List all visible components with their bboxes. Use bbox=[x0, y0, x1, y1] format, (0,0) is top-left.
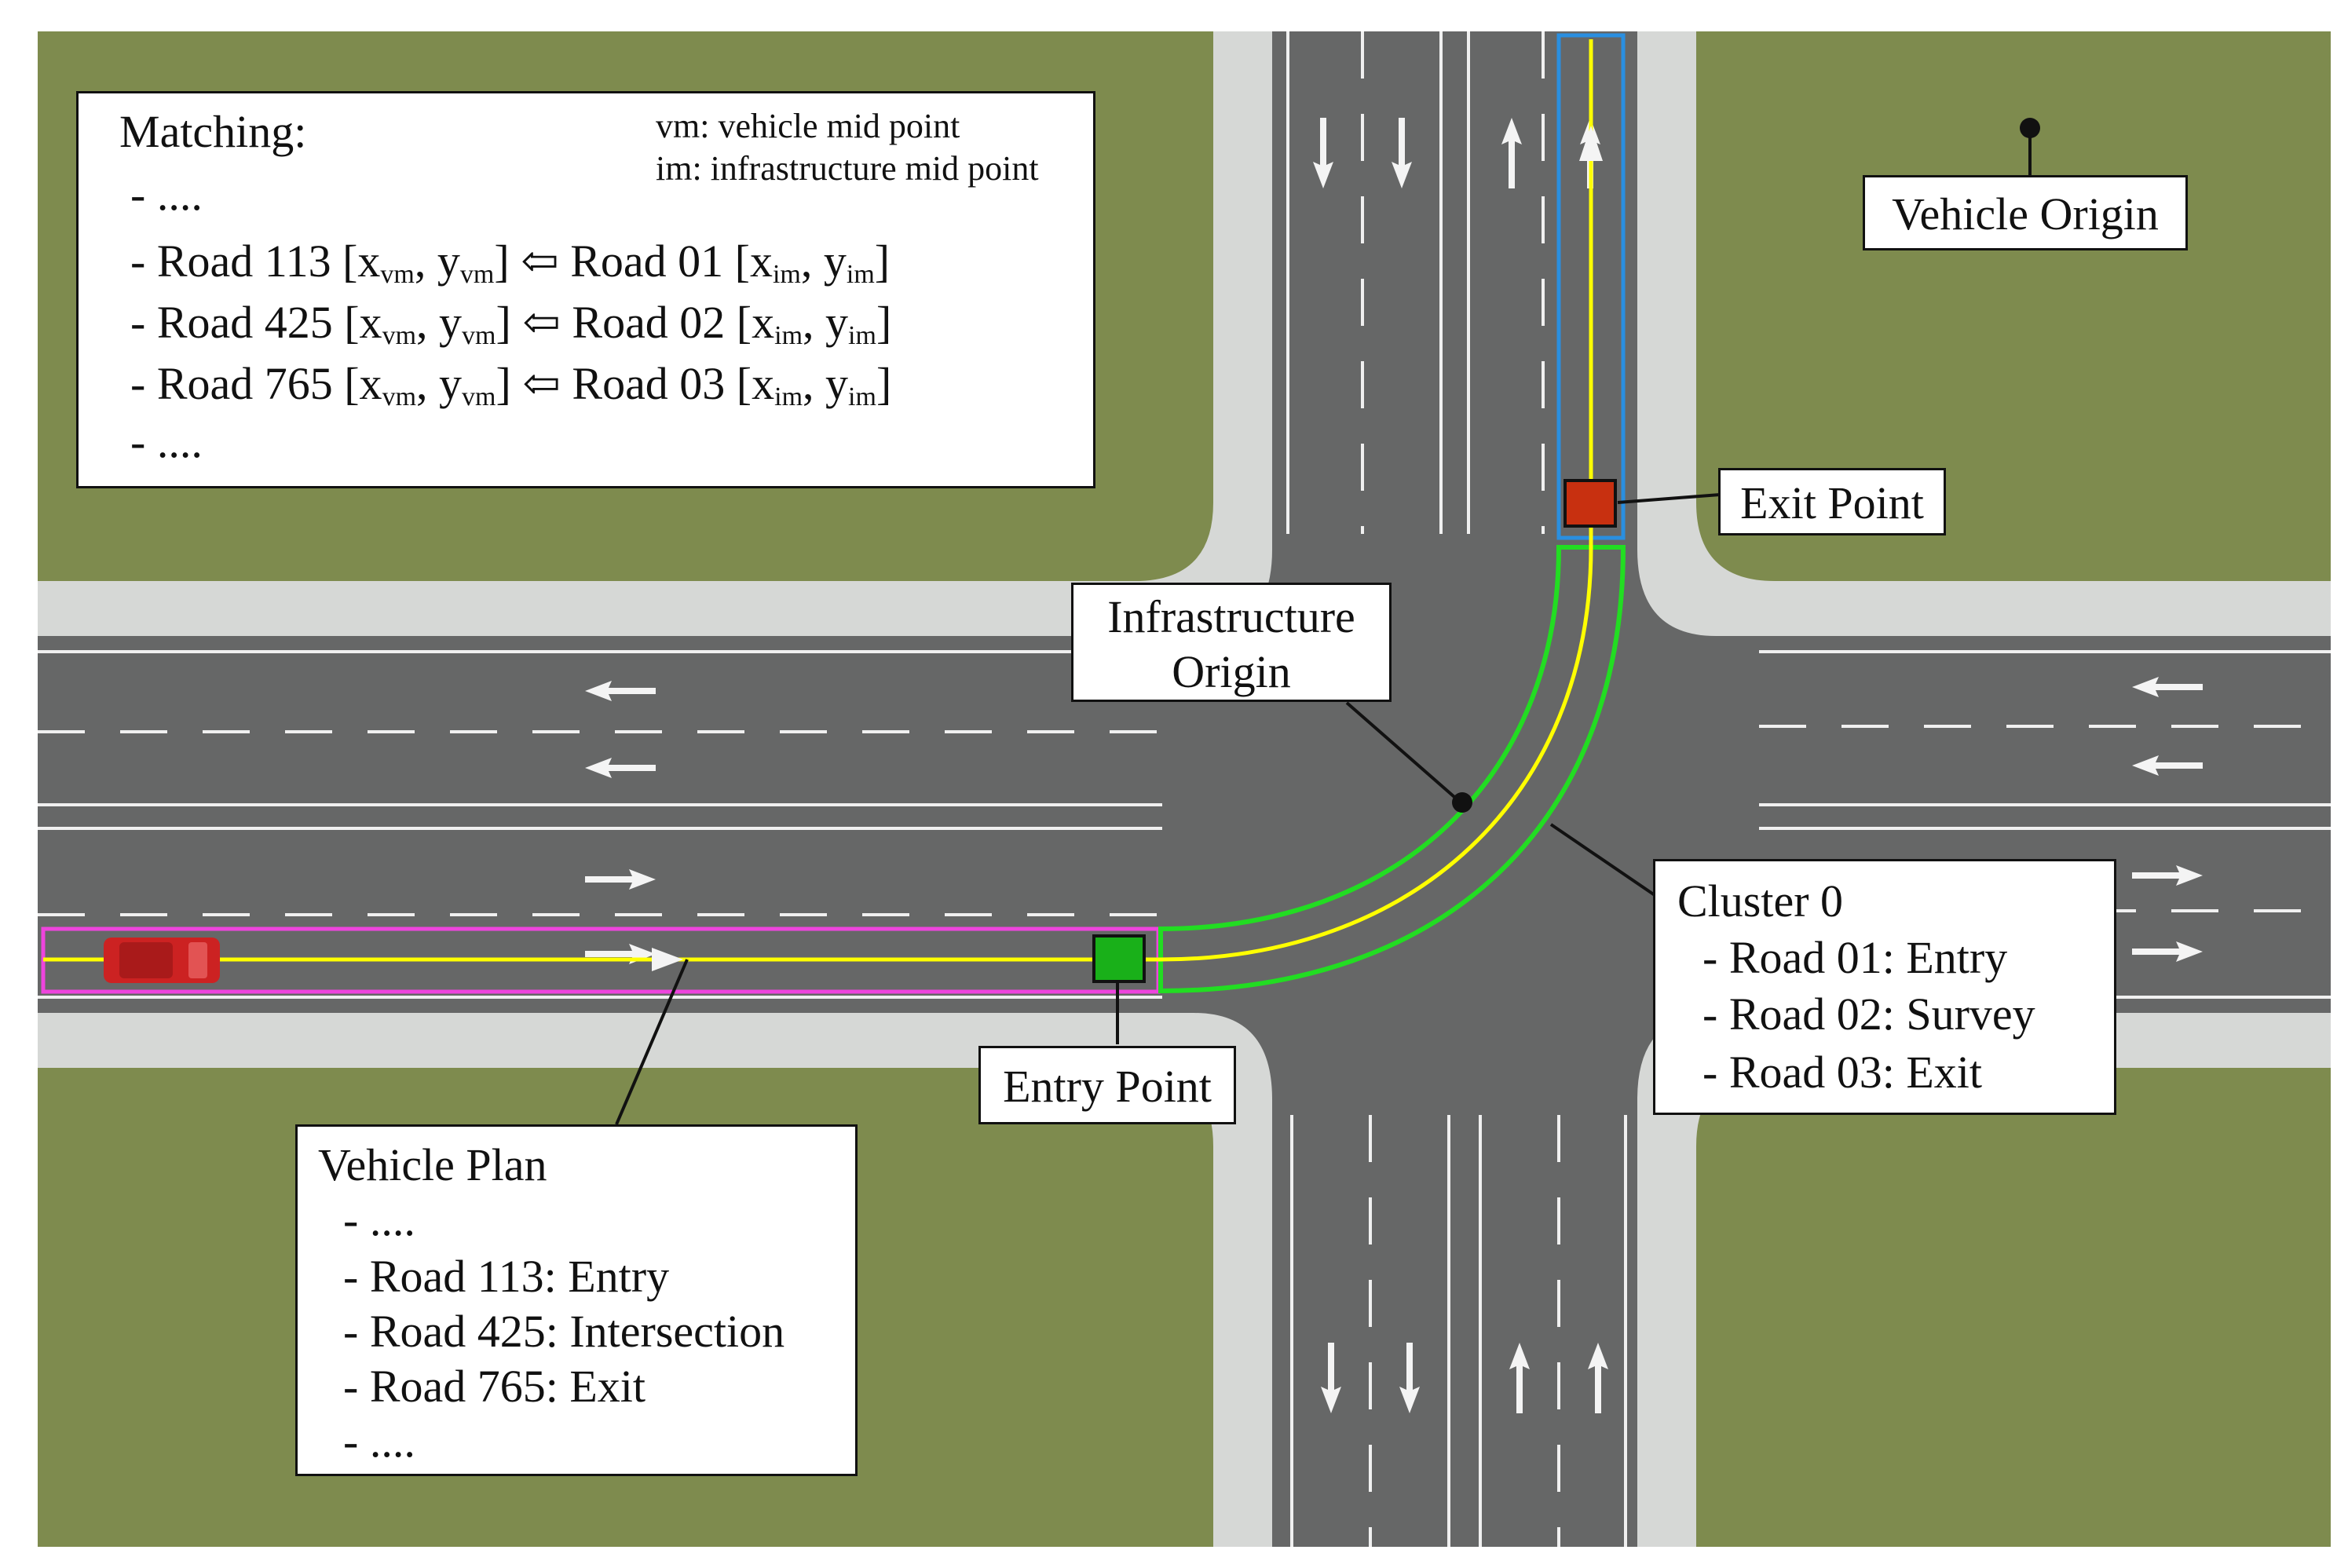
matching-row: - Road 113 [xvm, yvm] ⇦ Road 01 [xim, yi… bbox=[130, 236, 891, 289]
lane-markings bbox=[38, 31, 2331, 1547]
matching-box: Matching: vm: vehicle mid point im: infr… bbox=[76, 91, 1095, 488]
leader-lines bbox=[615, 126, 2032, 1125]
exit-arrow bbox=[1579, 126, 1603, 161]
matching-row: - Road 765 [xvm, yvm] ⇦ Road 03 [xim, yi… bbox=[130, 358, 892, 411]
infrastructure-origin-line1: Infrastructure bbox=[1107, 591, 1355, 642]
vehicle-plan-item: - .... bbox=[343, 1416, 415, 1467]
matching-row: - Road 425 [xvm, yvm] ⇦ Road 02 [xim, yi… bbox=[130, 297, 892, 350]
vehicle-plan-item: - Road 765: Exit bbox=[343, 1361, 646, 1412]
cluster-item: - Road 01: Entry bbox=[1702, 932, 2008, 983]
entry-point-label: Entry Point bbox=[978, 1046, 1236, 1124]
infrastructure-origin-dot bbox=[1452, 792, 1472, 813]
entry-marker bbox=[1092, 934, 1146, 983]
exit-point-label: Exit Point bbox=[1718, 468, 1946, 535]
vehicle-plan-title: Vehicle Plan bbox=[318, 1139, 547, 1190]
matching-ellipsis-end: - .... bbox=[130, 416, 203, 467]
vehicle-plan-path bbox=[43, 39, 1593, 962]
cluster-curve-outline bbox=[1158, 545, 1626, 994]
cluster-title: Cluster 0 bbox=[1677, 875, 1844, 927]
entry-point-text: Entry Point bbox=[1003, 1061, 1212, 1112]
legend-im: im: infrastructure mid point bbox=[656, 149, 1039, 188]
matching-ellipsis-start: - .... bbox=[130, 169, 203, 220]
vehicle bbox=[104, 938, 220, 983]
legend-vm: vm: vehicle mid point bbox=[656, 107, 960, 145]
vehicle-plan-box: Vehicle Plan - .... - Road 113: Entry - … bbox=[295, 1124, 858, 1476]
vehicle-origin-dot bbox=[2020, 118, 2040, 138]
infrastructure-origin-line2: Origin bbox=[1172, 646, 1291, 697]
exit-marker bbox=[1564, 479, 1617, 528]
exit-point-text: Exit Point bbox=[1740, 477, 1924, 528]
matching-title: Matching: bbox=[119, 106, 307, 157]
cluster-item: - Road 03: Exit bbox=[1702, 1047, 1983, 1098]
vehicle-plan-item: - Road 425: Intersection bbox=[343, 1306, 785, 1357]
vehicle-origin-label: Vehicle Origin bbox=[1863, 175, 2188, 250]
vehicle-plan-item: - .... bbox=[343, 1194, 415, 1245]
cluster-box: Cluster 0 - Road 01: Entry - Road 02: Su… bbox=[1653, 859, 2116, 1115]
cluster-item: - Road 02: Survey bbox=[1702, 989, 2035, 1040]
vehicle-plan-item: - Road 113: Entry bbox=[343, 1251, 670, 1302]
infrastructure-origin-label: Infrastructure Origin bbox=[1071, 583, 1392, 702]
vehicle-origin-text: Vehicle Origin bbox=[1892, 188, 2159, 239]
plan-arrow bbox=[652, 948, 683, 971]
